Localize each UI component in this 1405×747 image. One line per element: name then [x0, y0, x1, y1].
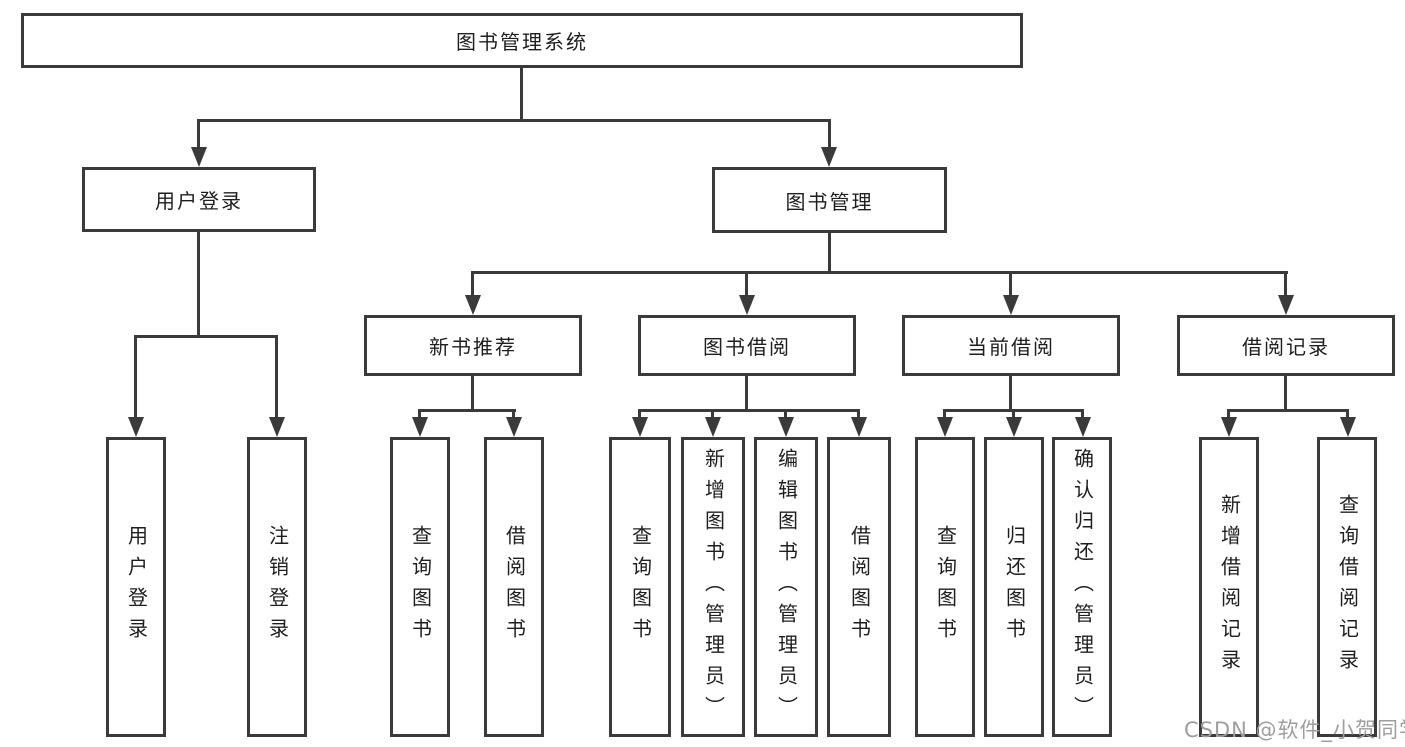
arrowhead-down [1278, 295, 1294, 315]
node-book-mgmt-label: 图书管理 [785, 189, 874, 214]
leaf-user-login-label: 用户登录 [124, 525, 149, 649]
connector-line [1227, 409, 1349, 412]
leaf-add-record-label: 新增借阅记录 [1217, 494, 1242, 680]
connector-line [418, 409, 516, 412]
leaf-user-login: 用户登录 [106, 437, 166, 737]
arrowhead-down [851, 417, 867, 437]
leaf-confirm-return: 确认归还（管理员） [1052, 437, 1112, 737]
leaf-borrow-book-2-label: 借阅图书 [847, 525, 872, 649]
leaf-query-book-3: 查询图书 [915, 437, 975, 737]
connector-line [1284, 271, 1287, 297]
arrowhead-down [465, 295, 481, 315]
arrowhead-down [821, 147, 837, 167]
connector-line [197, 232, 200, 338]
leaf-borrow-book-1: 借阅图书 [484, 437, 544, 737]
leaf-add-book: 新增图书（管理员） [681, 437, 745, 737]
node-borrow-records: 借阅记录 [1177, 315, 1395, 376]
leaf-borrow-book-2: 借阅图书 [827, 437, 891, 737]
watermark: CSDN @软件_小贺同学 [1184, 718, 1405, 742]
arrowhead-down [412, 417, 428, 437]
arrowhead-down [506, 417, 522, 437]
arrowhead-down [1075, 417, 1091, 437]
connector-line [828, 233, 831, 274]
leaf-query-book-1: 查询图书 [390, 437, 450, 737]
leaf-add-record: 新增借阅记录 [1199, 437, 1259, 737]
node-book-borrow: 图书借阅 [638, 315, 856, 376]
connector-line [418, 409, 421, 419]
arrowhead-down [191, 147, 207, 167]
connector-line [943, 409, 946, 419]
connector-line [638, 409, 641, 419]
connector-line [1012, 409, 1015, 419]
arrowhead-down [778, 417, 794, 437]
node-root-label: 图书管理系统 [456, 30, 588, 54]
connector-line [745, 376, 748, 412]
connector-line [828, 119, 831, 149]
arrowhead-down [937, 417, 953, 437]
leaf-query-book-2-label: 查询图书 [628, 525, 653, 649]
arrowhead-down [632, 417, 648, 437]
leaf-edit-book-label: 编辑图书（管理员） [774, 447, 799, 727]
connector-line [197, 119, 831, 122]
leaf-add-book-label: 新增图书（管理员） [701, 447, 726, 727]
leaf-query-book-2: 查询图书 [609, 437, 671, 737]
node-book-mgmt: 图书管理 [712, 167, 947, 233]
arrowhead-down [1340, 417, 1356, 437]
leaf-return-book-label: 归还图书 [1002, 525, 1027, 649]
node-new-book-rec: 新书推荐 [364, 315, 582, 376]
arrowhead-down [739, 295, 755, 315]
arrowhead-down [1006, 417, 1022, 437]
connector-line [471, 376, 474, 412]
arrowhead-down [128, 417, 144, 437]
connector-line [1346, 409, 1349, 419]
connector-line [197, 119, 200, 149]
node-current-borrow: 当前借阅 [902, 315, 1120, 376]
connector-line [1081, 409, 1084, 419]
connector-line [1227, 409, 1230, 419]
leaf-query-record: 查询借阅记录 [1317, 437, 1377, 737]
node-user-login: 用户登录 [82, 167, 316, 232]
node-user-login-label: 用户登录 [155, 189, 243, 213]
arrowhead-down [1221, 417, 1237, 437]
connector-line [1009, 376, 1012, 412]
node-root: 图书管理系统 [21, 13, 1023, 68]
node-borrow-records-label: 借阅记录 [1242, 335, 1330, 359]
leaf-query-book-3-label: 查询图书 [933, 525, 958, 649]
connector-line [857, 409, 860, 419]
arrowhead-down [1003, 295, 1019, 315]
node-new-book-rec-label: 新书推荐 [429, 335, 517, 359]
connector-line [512, 409, 515, 419]
leaf-edit-book: 编辑图书（管理员） [754, 437, 818, 737]
leaf-confirm-return-label: 确认归还（管理员） [1070, 447, 1095, 727]
node-book-borrow-label: 图书借阅 [703, 335, 791, 359]
connector-line [1284, 376, 1287, 412]
connector-line [1009, 271, 1012, 297]
leaf-logout-label: 注销登录 [265, 525, 290, 649]
connector-line [784, 409, 787, 419]
arrowhead-down [705, 417, 721, 437]
connector-line [134, 335, 278, 338]
leaf-query-record-label: 查询借阅记录 [1335, 494, 1360, 680]
connector-line [471, 271, 1288, 274]
node-current-borrow-label: 当前借阅 [967, 335, 1055, 359]
connector-line [711, 409, 714, 419]
leaf-return-book: 归还图书 [984, 437, 1044, 737]
leaf-query-book-1-label: 查询图书 [408, 525, 433, 649]
arrowhead-down [269, 417, 285, 437]
connector-line [471, 271, 474, 297]
connector-line [520, 68, 523, 122]
connector-line [745, 271, 748, 297]
connector-line [275, 335, 278, 419]
leaf-logout: 注销登录 [247, 437, 307, 737]
leaf-borrow-book-1-label: 借阅图书 [502, 525, 527, 649]
connector-line [134, 335, 137, 419]
connector-line [638, 409, 860, 412]
